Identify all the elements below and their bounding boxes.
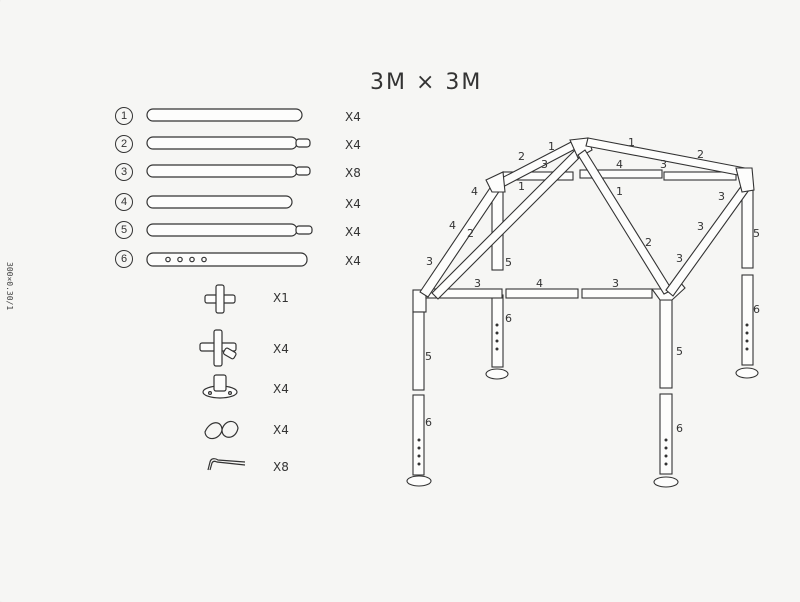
frame-label: 1 — [548, 140, 555, 153]
leg-lower — [412, 394, 425, 476]
tube-part-6 — [146, 252, 308, 267]
part-number-2: 2 — [115, 135, 133, 153]
part-3-qty: X8 — [345, 166, 361, 180]
frame-label: 6 — [753, 303, 760, 316]
tube-part-2 — [146, 136, 311, 150]
foot-plate — [735, 367, 759, 379]
page-title: 3M × 3M — [370, 70, 483, 95]
leg-upper — [412, 311, 425, 391]
frame-label: 5 — [676, 345, 683, 358]
eave-beam — [581, 288, 653, 299]
corner-joint — [485, 171, 506, 193]
tube-part-3 — [146, 164, 311, 178]
part-4-qty: X4 — [345, 197, 361, 211]
rope-loop-icon — [204, 420, 239, 440]
frame-label: 3 — [474, 277, 481, 290]
part-number-3: 3 — [115, 163, 133, 181]
foot-plate — [485, 368, 509, 380]
tube-part-5 — [146, 223, 313, 237]
tube-part-1 — [146, 108, 303, 122]
frame-label: 1 — [616, 185, 623, 198]
leg-lower — [659, 393, 673, 475]
eave-beam — [663, 171, 737, 181]
frame-label: 3 — [541, 158, 548, 171]
frame-label: 2 — [645, 236, 652, 249]
part-1-qty: X4 — [345, 110, 361, 124]
frame-label: 4 — [449, 219, 456, 232]
part-2-qty: X4 — [345, 138, 361, 152]
frame-label: 4 — [536, 277, 543, 290]
frame-label: 6 — [676, 422, 683, 435]
eave-beam — [579, 169, 663, 179]
frame-label: 2 — [518, 150, 525, 163]
frame-label: 6 — [425, 416, 432, 429]
foot-plate — [406, 475, 432, 487]
frame-label: 3 — [718, 190, 725, 203]
connector-1-qty: X1 — [273, 291, 289, 305]
frame-label: 5 — [425, 350, 432, 363]
frame-label: 1 — [518, 180, 525, 193]
frame-assembly — [406, 137, 759, 488]
leg-lower — [741, 274, 754, 366]
corner-connector-icon — [199, 329, 237, 367]
frame-label: 5 — [505, 256, 512, 269]
frame-label: 5 — [753, 227, 760, 240]
eave-beam — [505, 288, 579, 299]
frame-label: 3 — [612, 277, 619, 290]
frame-label: 3 — [676, 252, 683, 265]
leg-upper — [741, 189, 754, 269]
foot-plate — [653, 476, 679, 488]
part-6-qty: X4 — [345, 254, 361, 268]
frame-label: 3 — [697, 220, 704, 233]
ground-stake-icon — [207, 458, 246, 471]
leg-upper — [659, 299, 673, 389]
connector-4-qty: X4 — [273, 423, 289, 437]
rafter — [577, 149, 673, 295]
frame-label: 2 — [697, 148, 704, 161]
connector-5-qty: X8 — [273, 460, 289, 474]
frame-label: 3 — [660, 158, 667, 171]
part-5-qty: X4 — [345, 225, 361, 239]
frame-label: 4 — [616, 158, 623, 171]
foot-plate-icon — [202, 374, 238, 399]
frame-label: 4 — [471, 185, 478, 198]
part-number-6: 6 — [115, 250, 133, 268]
frame-label: 6 — [505, 312, 512, 325]
corner-joint — [735, 167, 755, 193]
frame-label: 2 — [467, 227, 474, 240]
rafter — [665, 184, 750, 297]
part-number-5: 5 — [115, 221, 133, 239]
frame-label: 1 — [628, 136, 635, 149]
connector-3-qty: X4 — [273, 382, 289, 396]
leg-lower — [491, 294, 504, 368]
part-number-1: 1 — [115, 107, 133, 125]
four-way-connector-icon — [204, 284, 236, 314]
part-number-4: 4 — [115, 193, 133, 211]
frame-label: 3 — [426, 255, 433, 268]
tube-part-4 — [146, 195, 293, 209]
connector-2-qty: X4 — [273, 342, 289, 356]
